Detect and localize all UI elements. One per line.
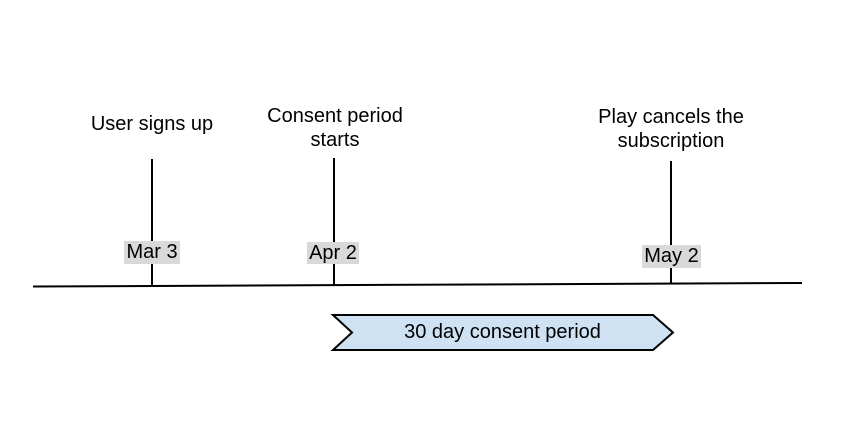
event-date-badge-apr2: Apr 2 [307,242,359,264]
event-title-play-cancels-subscription: Play cancels the subscription [598,106,744,152]
event-title-user-signs-up: User signs up [90,113,214,135]
timeline-axis-line [32,282,803,288]
event-title-consent-period-starts: Consent period starts [267,105,403,151]
consent-period-chevron [330,314,675,351]
event-date-badge-mar3: Mar 3 [124,241,180,264]
consent-period-banner-label: 30 day consent period [404,321,601,343]
event-date-badge-may2: May 2 [642,245,701,268]
